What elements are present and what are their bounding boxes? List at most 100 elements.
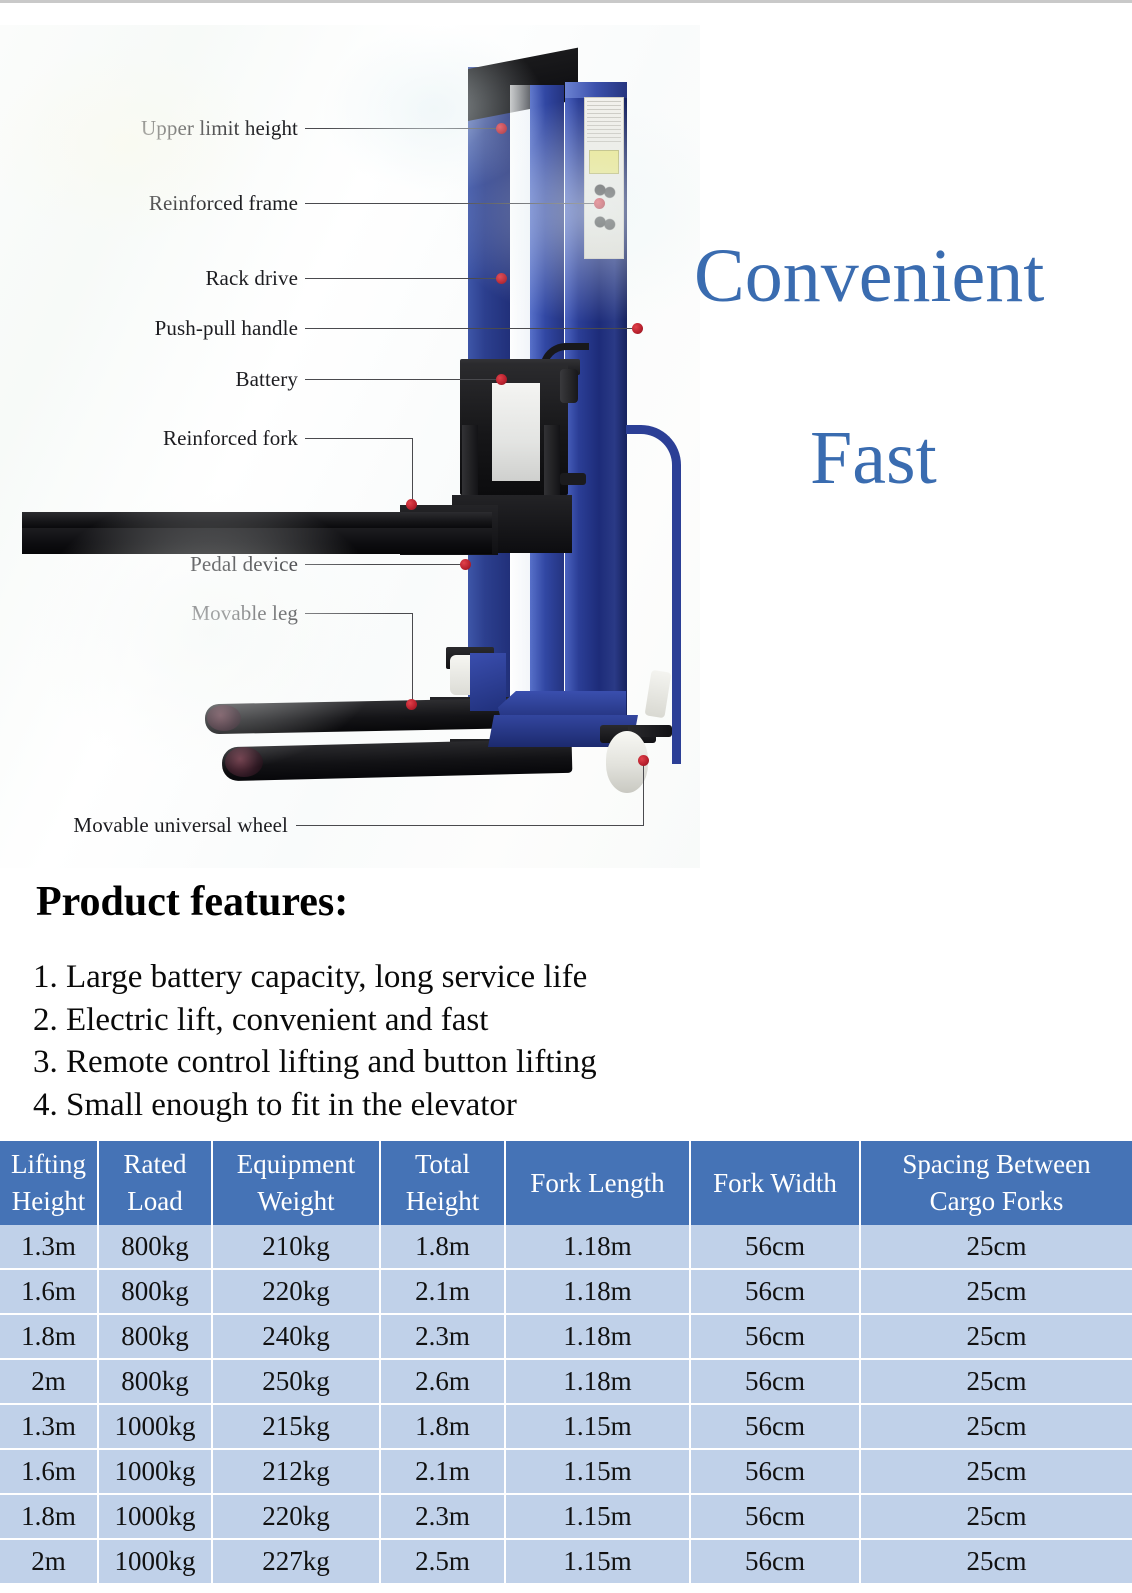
leader-line-3 [305, 278, 501, 279]
header-line-2: Height [405, 1186, 480, 1216]
cell-fork-width: 56cm [690, 1314, 861, 1360]
feature-item: 4. Small enough to fit in the elevator [33, 1086, 517, 1123]
reinforced-fork-upper [22, 512, 492, 528]
leader-line-2 [305, 203, 599, 204]
table-row: 1.8m 1000kg 220kg 2.3m 1.15m 56cm 25cm [0, 1494, 1132, 1540]
cell-lifting-height: 1.8m [0, 1494, 99, 1540]
table-row: 1.6m 1000kg 212kg 2.1m 1.15m 56cm 25cm [0, 1449, 1132, 1495]
leader-dot-6 [406, 499, 417, 510]
column-header-spacing-between-cargo-forks: Spacing Between Cargo Forks [860, 1141, 1132, 1225]
callout-label-reinforced-frame: Reinforced frame [148, 191, 298, 215]
callout-label-push-pull-handle: Push-pull handle [154, 316, 298, 340]
leader-dot-8 [406, 699, 417, 710]
cell-equipment-weight: 227kg [212, 1539, 381, 1585]
cell-equipment-weight: 210kg [212, 1225, 381, 1270]
table-row: 1.6m 800kg 220kg 2.1m 1.18m 56cm 25cm [0, 1269, 1132, 1315]
cell-fork-spacing: 25cm [860, 1449, 1132, 1495]
leader-line-4 [305, 328, 637, 329]
cell-equipment-weight: 220kg [212, 1494, 381, 1540]
cell-fork-width: 56cm [690, 1494, 861, 1540]
column-header-rated-load: Rated Load [98, 1141, 213, 1225]
leader-dot-7 [460, 559, 471, 570]
table-row: 1.8m 800kg 240kg 2.3m 1.18m 56cm 25cm [0, 1314, 1132, 1360]
cell-total-height: 2.3m [380, 1494, 506, 1540]
leader-line-7 [305, 564, 465, 565]
cell-fork-length: 1.18m [505, 1359, 691, 1405]
cell-fork-length: 1.15m [505, 1494, 691, 1540]
leader-line-1 [305, 128, 501, 129]
header-line-1: Equipment [236, 1149, 356, 1179]
leader-dot-5 [496, 374, 507, 385]
cell-fork-spacing: 25cm [860, 1225, 1132, 1270]
specification-table: Lifting Height Rated Load Equipment Weig… [0, 1141, 1132, 1585]
cell-fork-spacing: 25cm [860, 1314, 1132, 1360]
leader-dot-2 [594, 198, 605, 209]
cell-fork-width: 56cm [690, 1404, 861, 1450]
cell-fork-width: 56cm [690, 1449, 861, 1495]
leg-crossmember [470, 653, 506, 711]
cell-equipment-weight: 212kg [212, 1449, 381, 1495]
cell-fork-width: 56cm [690, 1225, 861, 1270]
rack-drive-knob [560, 369, 578, 403]
column-header-equipment-weight: Equipment Weight [212, 1141, 381, 1225]
slogan-convenient: Convenient [694, 234, 1045, 318]
warning-label-sticker [584, 97, 624, 259]
callout-label-battery: Battery [235, 367, 298, 391]
mast-front-cap [565, 82, 627, 98]
cell-rated-load: 800kg [98, 1269, 213, 1315]
column-header-fork-length: Fork Length [505, 1141, 691, 1225]
cell-lifting-height: 1.3m [0, 1404, 99, 1450]
callout-label-rack-drive: Rack drive [205, 266, 298, 290]
cell-fork-length: 1.15m [505, 1539, 691, 1585]
slogan-fast: Fast [810, 416, 937, 500]
leader-dot-1 [496, 123, 507, 134]
cell-fork-width: 56cm [690, 1359, 861, 1405]
table-body: 1.3m 800kg 210kg 1.8m 1.18m 56cm 25cm 1.… [0, 1225, 1132, 1585]
product-photo-diagram: Upper limit height Reinforced frame Rack… [0, 25, 700, 868]
cell-fork-length: 1.15m [505, 1449, 691, 1495]
cell-lifting-height: 1.3m [0, 1225, 99, 1270]
cell-total-height: 1.8m [380, 1404, 506, 1450]
cell-rated-load: 800kg [98, 1225, 213, 1270]
cell-equipment-weight: 220kg [212, 1269, 381, 1315]
cell-lifting-height: 2m [0, 1539, 99, 1585]
cell-fork-spacing: 25cm [860, 1494, 1132, 1540]
product-features-title: Product features: [36, 879, 349, 925]
push-pull-handle [626, 425, 681, 764]
side-lever [560, 473, 586, 485]
cell-rated-load: 1000kg [98, 1449, 213, 1495]
cell-fork-length: 1.18m [505, 1269, 691, 1315]
cell-fork-width: 56cm [690, 1539, 861, 1585]
cell-total-height: 2.6m [380, 1359, 506, 1405]
feature-item: 2. Electric lift, convenient and fast [33, 1001, 489, 1038]
leg-roller-lower [225, 747, 263, 777]
cell-total-height: 2.5m [380, 1539, 506, 1585]
product-features-list: 1. Large battery capacity, long service … [33, 956, 597, 1126]
callout-label-pedal-device: Pedal device [190, 552, 298, 576]
cell-fork-spacing: 25cm [860, 1539, 1132, 1585]
page-top-rule [0, 0, 1132, 3]
table-row: 1.3m 1000kg 215kg 1.8m 1.15m 56cm 25cm [0, 1404, 1132, 1450]
leader-line-8h [305, 613, 413, 614]
cell-rated-load: 800kg [98, 1359, 213, 1405]
leader-dot-3 [496, 273, 507, 284]
column-header-lifting-height: Lifting Height [0, 1141, 99, 1225]
cell-fork-spacing: 25cm [860, 1359, 1132, 1405]
header-line-1: Fork Width [713, 1167, 837, 1198]
cell-rated-load: 1000kg [98, 1539, 213, 1585]
cell-rated-load: 800kg [98, 1314, 213, 1360]
header-line-2: Cargo Forks [929, 1186, 1064, 1216]
cell-total-height: 2.1m [380, 1449, 506, 1495]
header-line-1: Spacing Between [902, 1149, 1091, 1179]
leader-line-9h [296, 825, 644, 826]
cell-equipment-weight: 250kg [212, 1359, 381, 1405]
leg-roller-upper [207, 705, 241, 731]
leader-line-8v [412, 613, 413, 705]
leader-dot-9 [638, 755, 649, 766]
cell-rated-load: 1000kg [98, 1494, 213, 1540]
table-row: 2m 1000kg 227kg 2.5m 1.15m 56cm 25cm [0, 1539, 1132, 1585]
feature-item: 3. Remote control lifting and button lif… [33, 1044, 597, 1080]
cell-lifting-height: 2m [0, 1359, 99, 1405]
cell-fork-length: 1.18m [505, 1225, 691, 1270]
cell-lifting-height: 1.8m [0, 1314, 99, 1360]
